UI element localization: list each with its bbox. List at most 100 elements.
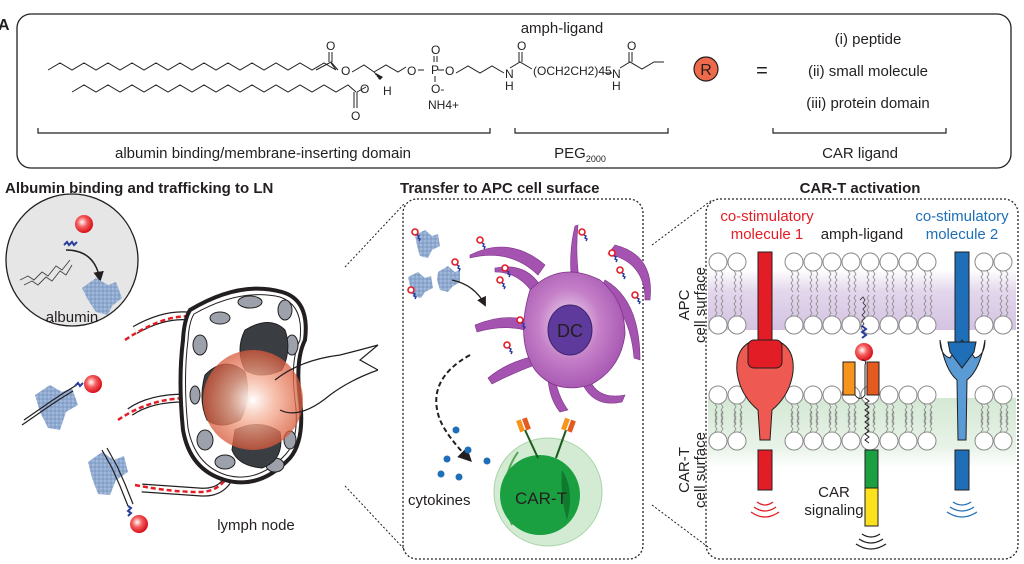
amph-ligand-title: amph-ligand xyxy=(521,20,604,37)
bracket-label-car-ligand: CAR ligand xyxy=(822,145,898,162)
apc-surface-label: APC xyxy=(676,289,693,320)
lipid-head xyxy=(822,252,842,272)
lipid-head xyxy=(784,252,804,272)
lipid-tail xyxy=(733,410,743,433)
lymph-node xyxy=(178,286,379,485)
costim1-label: co-stimulatory xyxy=(720,208,814,225)
atom-o: O xyxy=(627,39,636,53)
lipid-tail xyxy=(828,403,838,426)
lipid-head xyxy=(822,315,842,335)
stereo-wedge xyxy=(374,72,383,80)
ligand-option-peptide: (i) peptide xyxy=(835,31,902,48)
lipid-head xyxy=(860,252,880,272)
amph-ligand-label: amph-ligand xyxy=(821,226,904,243)
ligand-option-protein-domain: (iii) protein domain xyxy=(806,95,929,112)
dendritic-cell xyxy=(469,224,651,413)
dc-label: DC xyxy=(557,321,583,341)
zoom-guide-lines xyxy=(344,199,713,551)
lipid-head xyxy=(803,252,823,272)
atom-n: N xyxy=(612,67,621,81)
costimulatory-molecule-2 xyxy=(939,251,986,518)
atom-o: O xyxy=(341,64,350,78)
atom-n: N xyxy=(505,67,514,81)
cart-surface-label: CAR-T xyxy=(676,447,693,493)
transfer-panel-frame xyxy=(402,198,644,560)
cytokine-arrow xyxy=(435,354,472,462)
lipid-bilayers xyxy=(708,252,1013,451)
costimulatory-molecule-1 xyxy=(736,251,794,518)
lipid-head xyxy=(898,431,918,451)
lipid-tail xyxy=(847,410,857,433)
lipid-head xyxy=(917,431,937,451)
panel-letter: A xyxy=(0,17,10,34)
lipid-tail xyxy=(885,403,895,426)
section-title-albumin: Albumin binding and trafficking to LN xyxy=(5,180,273,197)
lipid-head xyxy=(898,385,918,405)
cytokines-label: cytokines xyxy=(408,492,471,509)
lipid-tail xyxy=(885,270,895,293)
amph-ligand-car-complex xyxy=(842,296,887,550)
albumin-inset xyxy=(5,193,139,327)
lipid-head xyxy=(784,431,804,451)
lipid-tail xyxy=(923,403,933,426)
lipid-head xyxy=(841,431,861,451)
brackets xyxy=(37,128,947,134)
lipid-tail xyxy=(923,410,933,433)
lipid-head xyxy=(898,315,918,335)
car-t-cell xyxy=(493,417,603,547)
lipid-head xyxy=(727,315,747,335)
lipid-head xyxy=(708,431,728,451)
lipid-tail xyxy=(980,294,990,317)
equals-sign: = xyxy=(756,60,768,82)
lipid-head xyxy=(803,385,823,405)
atom-h: H xyxy=(505,79,514,93)
lipid-tail xyxy=(866,294,876,317)
lipid-head xyxy=(708,252,728,272)
atom-h: H xyxy=(383,84,392,98)
lipid-head xyxy=(993,252,1013,272)
cart-membrane-band xyxy=(708,398,1016,468)
lipid-head xyxy=(879,385,899,405)
lipid-tail xyxy=(980,270,990,293)
lipid-tail xyxy=(999,270,1009,293)
atom-o: O xyxy=(431,43,440,57)
peg-repeat-unit: (OCH2CH2)45 xyxy=(533,64,612,78)
ligand-option-small-molecule: (ii) small molecule xyxy=(808,63,928,80)
lipid-tail xyxy=(714,403,724,426)
lipid-tail xyxy=(790,410,800,433)
lipid-head xyxy=(803,431,823,451)
section-title-cart-activation: CAR-T activation xyxy=(800,180,921,197)
lipid-tail xyxy=(999,410,1009,433)
costim2-label-2: molecule 2 xyxy=(926,226,999,243)
lipid-head xyxy=(879,431,899,451)
lipid-tail xyxy=(733,270,743,293)
lipid-head xyxy=(993,385,1013,405)
lipid-tail xyxy=(923,270,933,293)
lipid-tail xyxy=(733,403,743,426)
lipid-head xyxy=(974,385,994,405)
lipid-head xyxy=(974,252,994,272)
cart-surface-label-2: cell surface xyxy=(692,432,709,508)
bracket-label-domain: albumin binding/membrane-inserting domai… xyxy=(115,145,411,162)
lipid-tail xyxy=(809,294,819,317)
lipid-tail xyxy=(847,403,857,426)
lipid-tail xyxy=(980,403,990,426)
lipid-tail xyxy=(828,270,838,293)
albumin-ligand-complex xyxy=(88,447,148,533)
lipid-head xyxy=(917,315,937,335)
atom-o-minus: O- xyxy=(431,82,444,96)
lipid-head xyxy=(917,385,937,405)
lipid-tail xyxy=(790,403,800,426)
lipid-head xyxy=(727,252,747,272)
r-group-circle xyxy=(693,56,719,82)
car-signaling-label-2: signaling xyxy=(804,502,863,519)
lipid-tail xyxy=(714,270,724,293)
lipid-tail xyxy=(904,403,914,426)
lipid-head xyxy=(898,252,918,272)
albumin-ligand-complex xyxy=(21,375,102,430)
lipid-tail xyxy=(809,403,819,426)
lipid-tail xyxy=(885,410,895,433)
atom-o: O xyxy=(445,64,454,78)
atom-o: O xyxy=(360,82,369,96)
